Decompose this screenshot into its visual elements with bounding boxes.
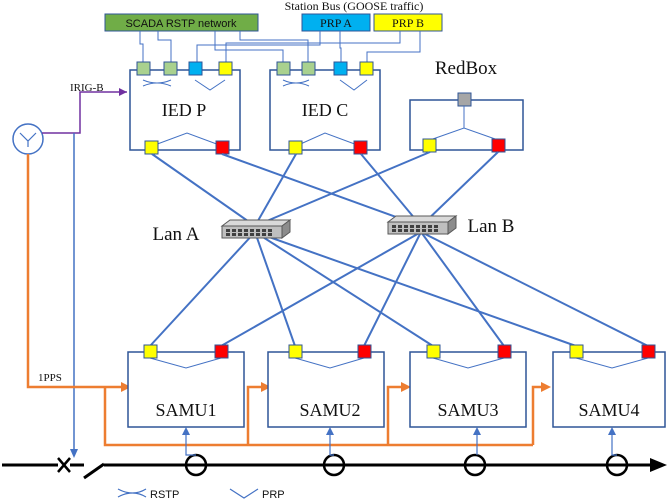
prp-legend-icon	[229, 488, 259, 499]
ied-p-prp-a-port	[188, 61, 203, 76]
prp-b-box: PRP B	[373, 13, 443, 32]
ied-p-prp-symbol-top	[194, 79, 226, 91]
redbox-port-a	[422, 138, 437, 153]
samu3: SAMU3	[409, 344, 527, 440]
ied-p-label: IED P	[162, 100, 207, 120]
network-links	[149, 151, 649, 347]
pps-label: 1PPS	[38, 372, 62, 384]
samu1-label: SAMU1	[155, 400, 216, 420]
disconnector-blade	[83, 462, 105, 480]
samu3-label: SAMU3	[437, 400, 498, 420]
irig-b-label: IRIG-B	[70, 82, 104, 94]
ied-c-prp-symbol-top	[339, 79, 368, 91]
ied-p-rstp-symbol	[142, 79, 172, 87]
ied-c-port-a	[288, 140, 303, 155]
ied-c-scada-port-1	[276, 61, 291, 76]
samu2-label: SAMU2	[299, 400, 360, 420]
header-connectors	[139, 31, 421, 64]
lan-a-switch: Lan A	[153, 219, 292, 245]
redbox-label: RedBox	[435, 58, 498, 79]
ied-p-port-a	[144, 140, 159, 155]
samu1: SAMU1	[127, 344, 245, 440]
pps-lines	[26, 154, 545, 447]
lan-b-switch: Lan B	[386, 215, 515, 237]
ied-c: IED C	[269, 61, 381, 155]
ied-p-scada-port-2	[163, 61, 178, 76]
redbox-port-b	[491, 138, 506, 153]
ied-p-scada-port-1	[136, 61, 151, 76]
ied-c-scada-port-2	[301, 61, 316, 76]
ied-p: IED P	[129, 61, 241, 155]
samu4: SAMU4	[552, 344, 666, 440]
ied-c-label: IED C	[302, 100, 349, 120]
ied-c-port-b	[353, 140, 368, 155]
breaker-x-icon	[57, 457, 71, 473]
scada-label: SCADA RSTP network	[125, 18, 237, 30]
samu4-label: SAMU4	[578, 400, 639, 420]
ied-p-prp-symbol	[151, 132, 223, 147]
redbox-prp-symbol	[429, 106, 499, 141]
legend-prp: PRP	[262, 489, 285, 501]
ied-p-prp-b-port	[218, 61, 233, 76]
samu2: SAMU2	[267, 344, 385, 440]
scada-network-box: SCADA RSTP network	[104, 13, 259, 32]
ied-c-rstp-symbol	[282, 79, 310, 87]
lan-b-label: Lan B	[468, 216, 515, 237]
ied-c-prp-b-port	[359, 61, 374, 76]
ied-c-prp-symbol	[295, 132, 361, 147]
ct-3-icon	[463, 453, 487, 477]
ied-p-port-b	[215, 140, 230, 155]
redbox-interlink-port	[457, 92, 472, 107]
pps-arrowheads	[121, 382, 551, 392]
clock-icon	[12, 123, 44, 155]
prp-b-label: PRP B	[392, 16, 424, 30]
lan-a-label: Lan A	[153, 224, 200, 245]
line-arrow-icon	[650, 458, 667, 472]
legend: RSTP PRP	[117, 488, 285, 501]
rstp-legend-icon	[117, 488, 147, 498]
gps-clock	[12, 123, 44, 155]
ied-c-prp-a-port	[333, 61, 348, 76]
station-bus-label: Station Bus (GOOSE traffic)	[285, 0, 424, 13]
irig-b-line	[42, 91, 127, 134]
redbox: RedBox	[409, 58, 524, 153]
primary-line	[2, 440, 667, 480]
legend-rstp: RSTP	[150, 489, 179, 501]
prp-a-box: PRP A	[301, 13, 371, 32]
prp-a-label: PRP A	[320, 16, 352, 30]
